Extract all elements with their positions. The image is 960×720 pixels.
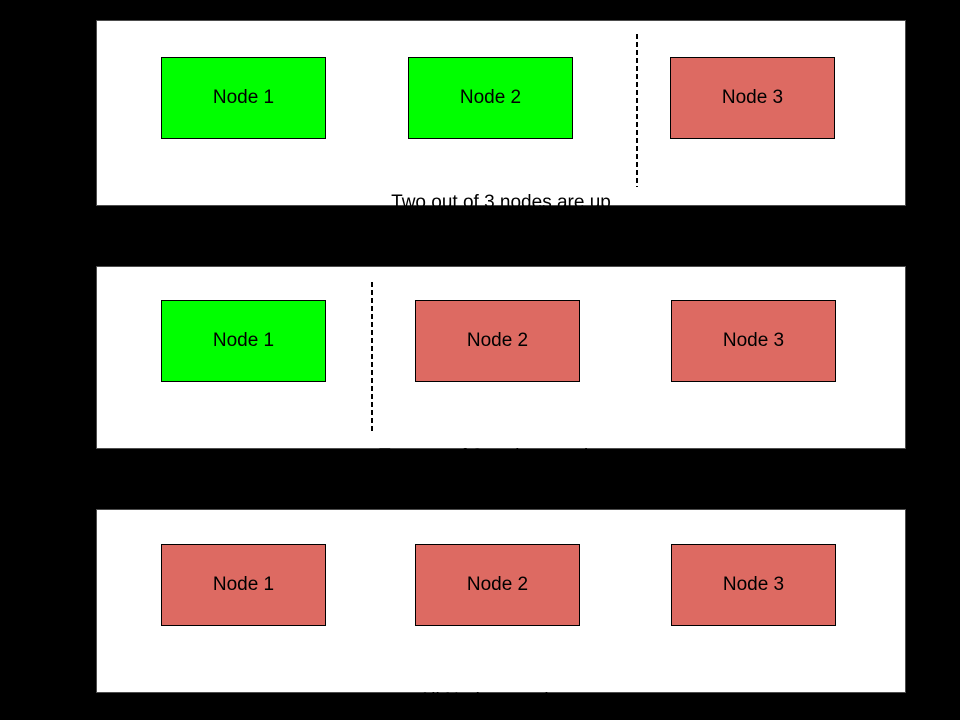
panel1-caption-line1: Two out of 3 nodes are up bbox=[391, 192, 611, 213]
panel2-node3-box: Node 3 bbox=[671, 300, 836, 382]
panel3-node2-label: Node 2 bbox=[466, 574, 529, 595]
panel1-node3-box: Node 3 bbox=[670, 57, 835, 139]
panel1-node2-label: Node 2 bbox=[459, 87, 522, 108]
panel-all-nodes-down: Node 1 Node 2 Node 3 All Nodes are down … bbox=[96, 509, 906, 711]
panel2-node3-label: Node 3 bbox=[722, 330, 785, 351]
panel3-node2-box: Node 2 bbox=[415, 544, 580, 626]
panel2-caption-line1: Two out of 3 nodes are down bbox=[379, 446, 623, 467]
panel-two-nodes-up: Node 1 Node 2 Node 3 Two out of 3 nodes … bbox=[96, 20, 906, 282]
panel2-node2-label: Node 2 bbox=[466, 330, 529, 351]
panel1-node3-label: Node 3 bbox=[721, 87, 784, 108]
panel1-node1-label: Node 1 bbox=[212, 87, 275, 108]
panel2-partition-dashed-line bbox=[371, 282, 373, 434]
panel3-node3-box: Node 3 bbox=[671, 544, 836, 626]
panel3-node3-label: Node 3 bbox=[722, 574, 785, 595]
panel2-node1-box: Node 1 bbox=[161, 300, 326, 382]
panel3-caption: All Nodes are down Majority Fails & Clus… bbox=[97, 643, 905, 720]
panel2-node1-label: Node 1 bbox=[212, 330, 275, 351]
panel1-partition-dashed-line bbox=[636, 34, 638, 187]
panel3-caption-line1: All Nodes are down bbox=[418, 690, 584, 711]
panel3-node1-box: Node 1 bbox=[161, 544, 326, 626]
panel1-node1-box: Node 1 bbox=[161, 57, 326, 139]
panel1-node2-box: Node 2 bbox=[408, 57, 573, 139]
panel-two-nodes-down: Node 1 Node 2 Node 3 Two out of 3 nodes … bbox=[96, 266, 906, 536]
panel3-node1-label: Node 1 bbox=[212, 574, 275, 595]
panel2-node2-box: Node 2 bbox=[415, 300, 580, 382]
